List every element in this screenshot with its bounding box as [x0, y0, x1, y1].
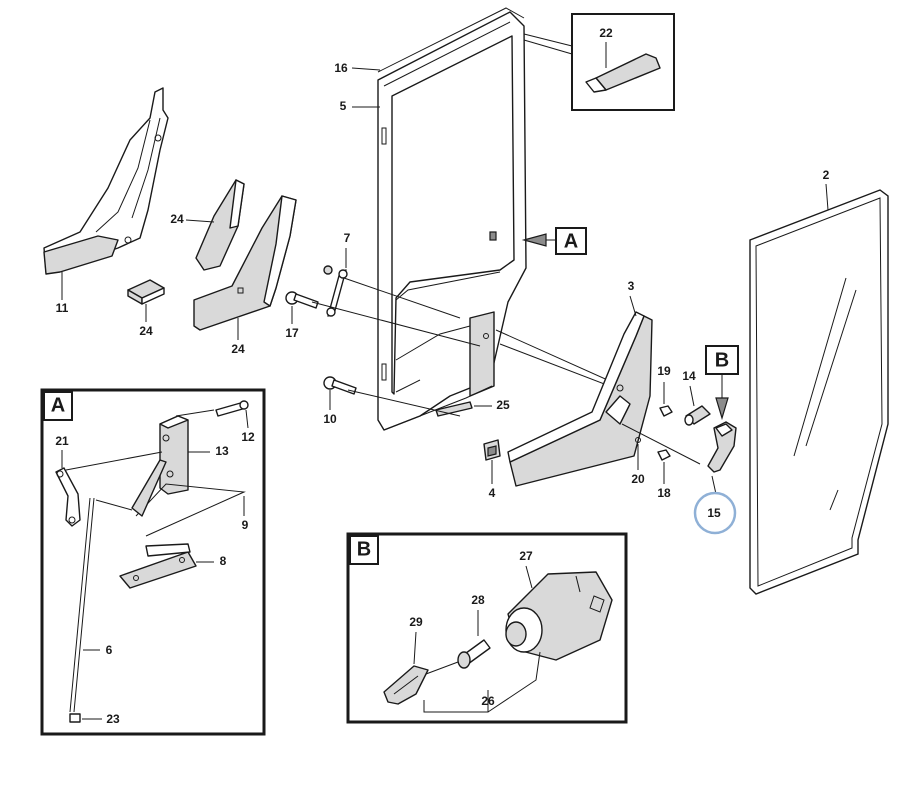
label-24-small: 24: [139, 324, 153, 338]
label-3: 3: [628, 279, 635, 293]
detail-b-label-27: 27: [519, 549, 533, 563]
detail-a-label-13: 13: [215, 444, 229, 458]
label-25: 25: [496, 398, 510, 412]
label-11: 11: [56, 301, 69, 315]
detail-a-part-8-bracket[interactable]: [119, 543, 197, 589]
detail-a-label-21: 21: [55, 434, 69, 448]
part-16-seal[interactable]: [377, 7, 525, 73]
detail-a-part-23-end[interactable]: [69, 713, 81, 723]
leader-16: [351, 67, 381, 71]
detail-a-part-9-rod[interactable]: [95, 459, 246, 537]
detail-b-panel: B 27 28 29 26: [346, 532, 628, 724]
part-24-pad-upper[interactable]: [195, 179, 245, 271]
label-15: 15: [707, 506, 721, 520]
detail-a-label-6: 6: [106, 643, 113, 657]
detail-a-label-12: 12: [241, 430, 255, 444]
callout-a-arrow: [521, 233, 547, 247]
part-11-bracket[interactable]: [43, 87, 169, 300]
part-7-link-rod[interactable]: [323, 265, 348, 317]
label-5: 5: [340, 99, 347, 113]
callout-b-box[interactable]: [705, 345, 739, 375]
leader-3: [629, 295, 637, 317]
part-2-window-glass[interactable]: [749, 189, 889, 595]
detail-a-label-9: 9: [242, 518, 249, 532]
label-14: 14: [682, 369, 696, 383]
label-18: 18: [657, 486, 671, 500]
assembly-lines: [311, 277, 621, 417]
part-5-door-frame[interactable]: [377, 11, 527, 431]
part-22-box: [571, 13, 675, 111]
detail-b-label-28: 28: [471, 593, 485, 607]
leader-2: [825, 183, 829, 211]
label-16: 16: [334, 61, 348, 75]
label-7: 7: [344, 231, 351, 245]
label-10: 10: [323, 412, 337, 426]
leader-22-box: [523, 33, 573, 55]
leader-15: [711, 475, 717, 495]
label-19: 19: [657, 364, 671, 378]
part-14-lock-cylinder[interactable]: [684, 405, 711, 426]
detail-a-title: A: [51, 394, 65, 416]
label-2: 2: [823, 168, 830, 182]
detail-a-title-box: [43, 391, 73, 421]
leader-24a: [185, 219, 215, 223]
part-3-lower-panel[interactable]: [507, 311, 653, 487]
part-20-washer[interactable]: [635, 437, 641, 443]
callout-a-label: A: [564, 230, 578, 252]
part-24-pad-small[interactable]: [127, 279, 165, 305]
detail-a-panel: A 13 12 21 9: [40, 388, 266, 736]
detail-b-title-box: [349, 535, 379, 565]
label-17: 17: [285, 326, 299, 340]
part-10-bolt[interactable]: [323, 376, 357, 395]
detail-a-label-23: 23: [106, 712, 120, 726]
highlight-ring-15[interactable]: [693, 491, 737, 535]
part-18-nut[interactable]: [657, 449, 671, 461]
detail-a-part-13-latch[interactable]: [159, 415, 189, 495]
detail-a-part-12-bolt[interactable]: [215, 400, 249, 417]
callout-a-box[interactable]: [555, 227, 587, 255]
detail-b-part-29-key[interactable]: [383, 661, 459, 705]
detail-a-part-6-cable[interactable]: [69, 497, 95, 713]
detail-a-part-21-lever[interactable]: [55, 467, 81, 527]
detail-b-part-28-core[interactable]: [457, 639, 491, 669]
detail-a-label-8: 8: [220, 554, 227, 568]
detail-b-title: B: [357, 538, 371, 560]
leader-14: [689, 385, 695, 407]
callout-b-label: B: [715, 349, 729, 371]
detail-b-label-26: 26: [481, 694, 495, 708]
label-24-large: 24: [231, 342, 245, 356]
detail-b-part-27-housing[interactable]: [505, 571, 613, 661]
part-22-sealant-tube[interactable]: [585, 53, 661, 93]
label-22: 22: [599, 26, 613, 40]
label-20: 20: [631, 472, 645, 486]
part-4-clip[interactable]: [483, 439, 501, 461]
part-24-pad-large[interactable]: [193, 195, 297, 331]
part-15-door-handle[interactable]: [707, 421, 737, 473]
label-24-upper: 24: [170, 212, 184, 226]
detail-b-label-29: 29: [409, 615, 423, 629]
callout-b-arrow: [715, 397, 729, 421]
label-4: 4: [489, 486, 496, 500]
part-19-nut[interactable]: [659, 405, 673, 417]
part-25-strip[interactable]: [435, 401, 473, 417]
part-17-bolt[interactable]: [285, 291, 319, 309]
